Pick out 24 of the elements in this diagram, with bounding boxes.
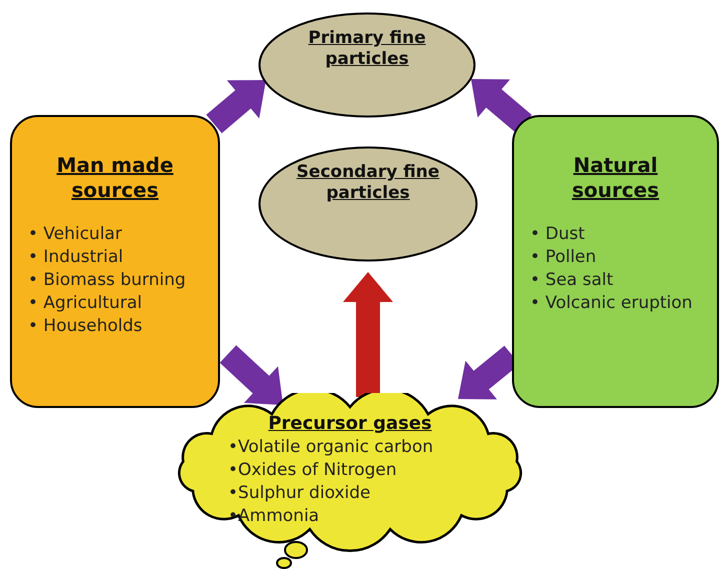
block-arrow [343,272,393,397]
node-title: Man made sources [56,153,174,203]
node-title: Secondary fine particles [296,162,440,204]
rounded-box [512,115,719,408]
node-title: Primary fine particles [307,28,427,70]
bullet-item: • Sea salt [530,269,614,292]
block-arrow [206,80,266,134]
bullet-item: • Vehicular [28,223,123,246]
node-title: Natural sources [570,153,660,203]
rounded-box [10,115,220,408]
bullet-item: • Volcanic eruption [530,292,692,315]
bullet-item: • Agricultural [28,292,143,315]
block-arrow [471,79,532,134]
bullet-item: • Industrial [28,246,124,269]
bullet-item: •Oxides of Nitrogen [228,458,398,482]
block-arrow [220,345,283,405]
bullet-item: • Pollen [530,246,598,269]
bullet-item: •Ammonia [228,504,320,528]
bullet-item: •Sulphur dioxide [228,482,372,504]
bullet-item: • Dust [530,223,586,246]
bullet-item: • Biomass burning [28,269,186,292]
bullet-item: • Households [28,315,144,338]
bullet-item: •Volatile organic carbon [228,436,434,458]
node-title: Precursor gases [267,413,433,436]
